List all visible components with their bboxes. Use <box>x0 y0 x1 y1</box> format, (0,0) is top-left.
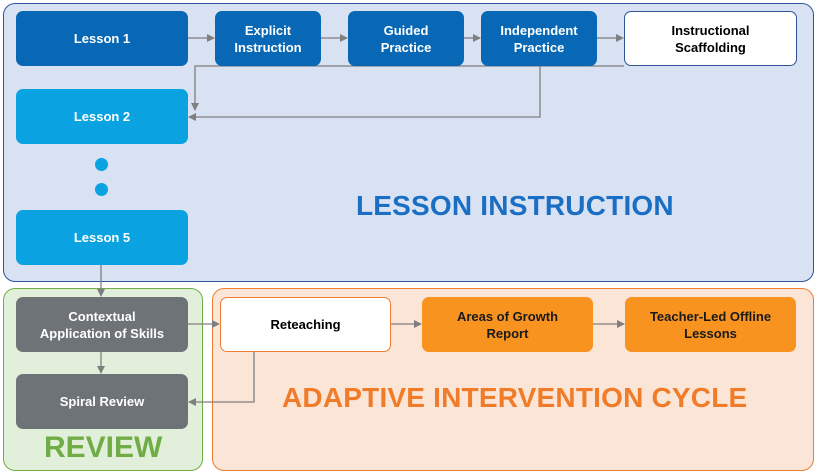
arrow-scaffolding-lesson2 <box>191 65 624 111</box>
explicit-instruction-box: Explicit Instruction <box>215 11 321 66</box>
lesson-5-box: Lesson 5 <box>16 210 188 265</box>
lesson-1-box: Lesson 1 <box>16 11 188 66</box>
arrow-reteaching-spiral <box>188 352 255 406</box>
review-title: REVIEW <box>44 431 163 464</box>
ellipsis-dot <box>95 183 108 196</box>
lesson-instruction-title: LESSON INSTRUCTION <box>356 190 674 221</box>
independent-practice-box: Independent Practice <box>481 11 597 66</box>
teacher-led-offline-lessons-box: Teacher-Led Offline Lessons <box>625 297 796 352</box>
ellipsis-dot <box>95 158 108 171</box>
areas-of-growth-report-box: Areas of Growth Report <box>422 297 593 352</box>
spiral-review-box: Spiral Review <box>16 374 188 429</box>
guided-practice-box: Guided Practice <box>348 11 464 66</box>
contextual-application-box: Contextual Application of Skills <box>16 297 188 352</box>
instructional-scaffolding-box: Instructional Scaffolding <box>624 11 797 66</box>
lesson-2-box: Lesson 2 <box>16 89 188 144</box>
arrow-independent-lesson2 <box>188 66 541 121</box>
adaptive-intervention-title: ADAPTIVE INTERVENTION CYCLE <box>282 382 748 413</box>
reteaching-box: Reteaching <box>220 297 391 352</box>
